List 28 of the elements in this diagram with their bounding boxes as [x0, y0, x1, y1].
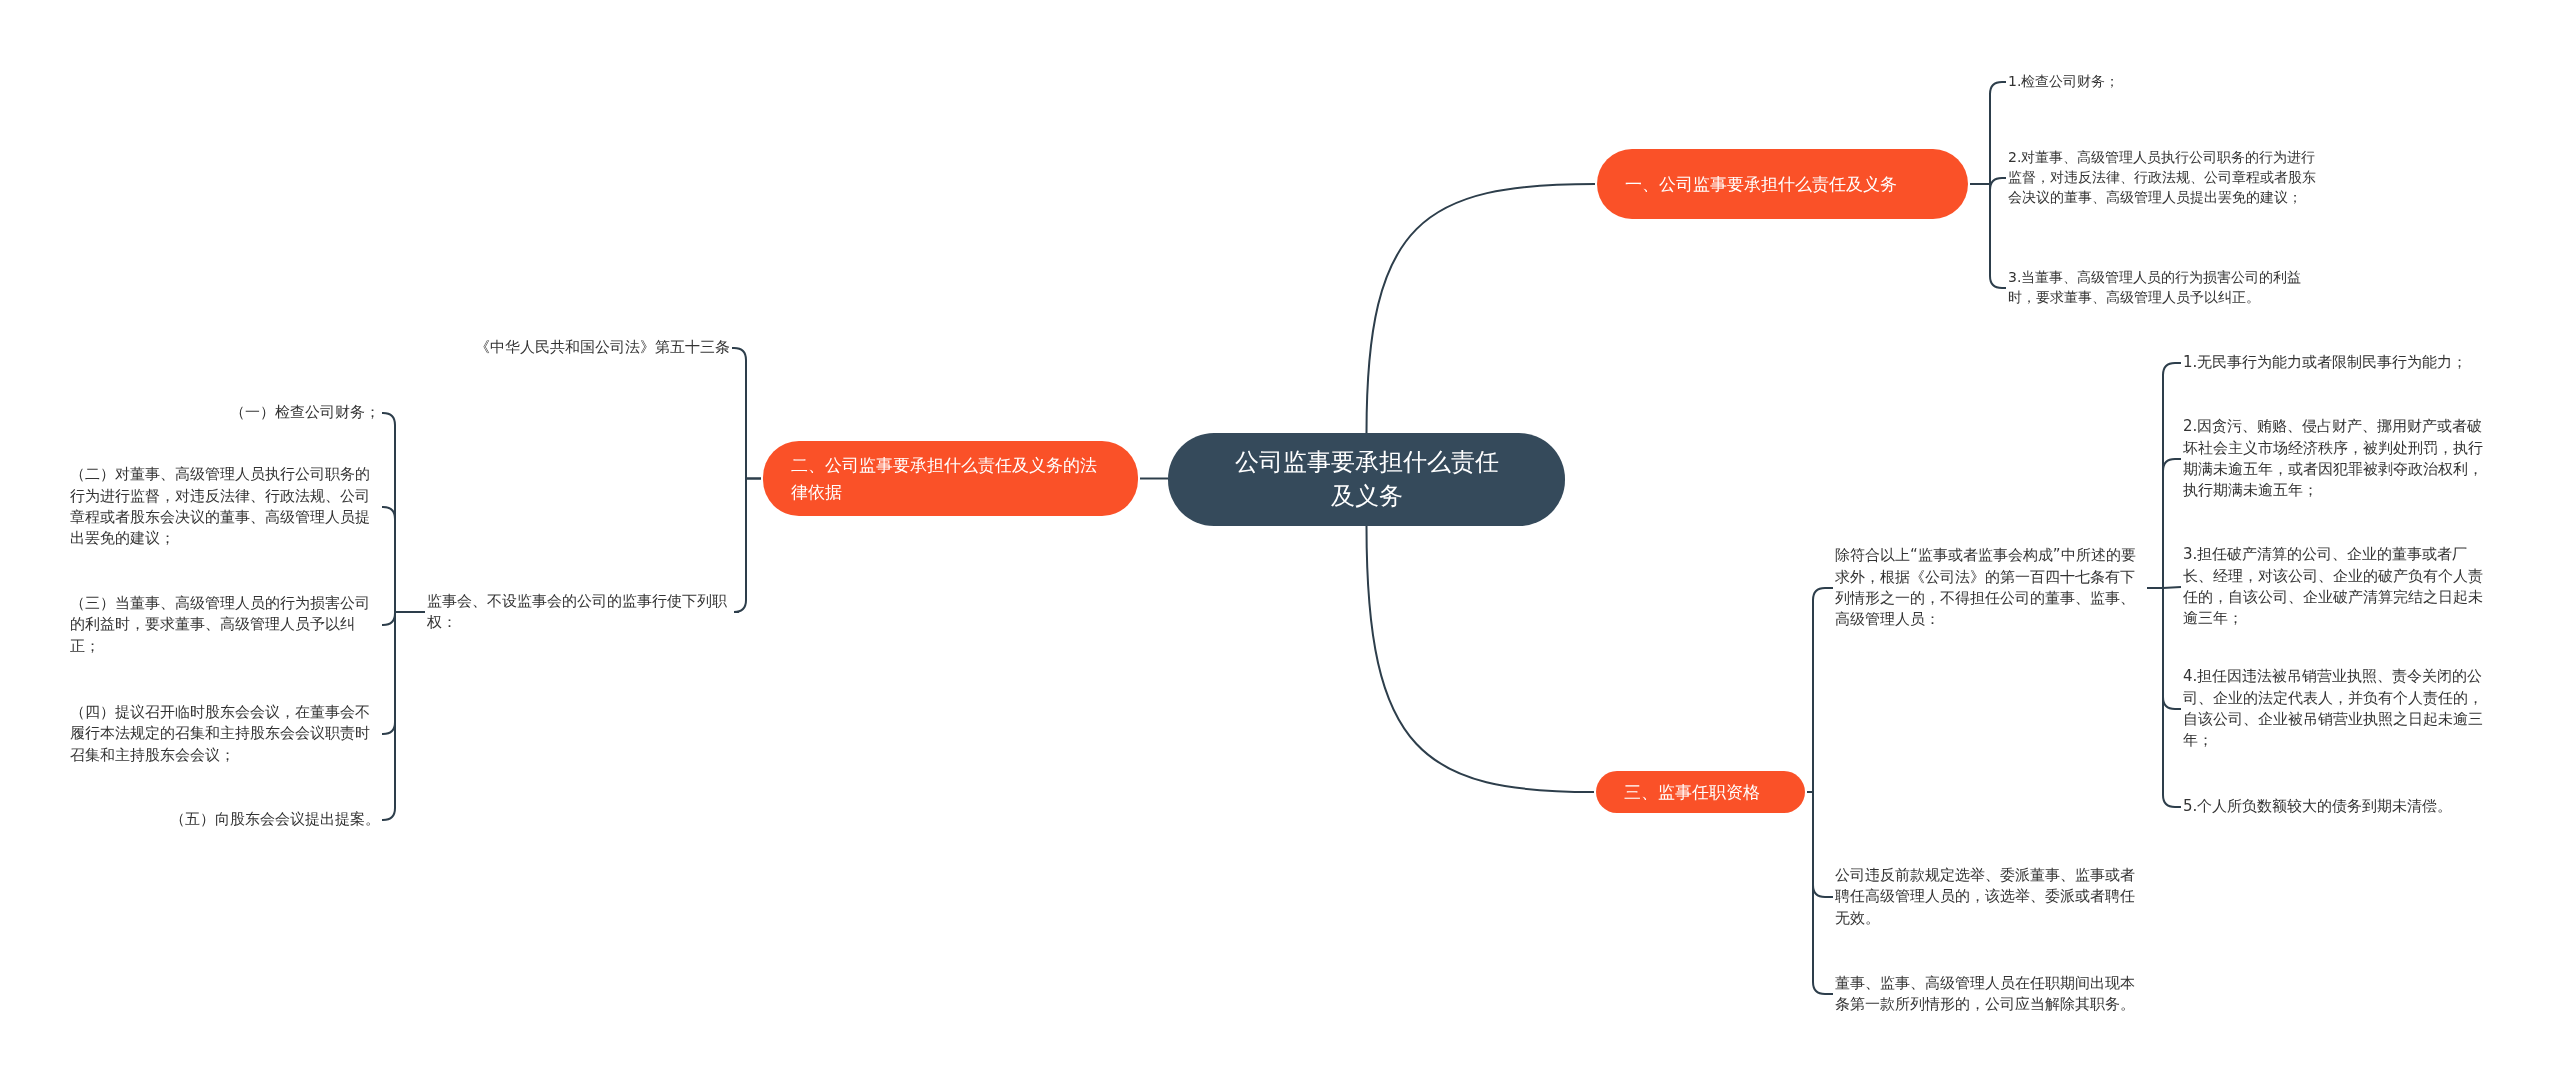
topic-label: 三、监事任职资格 [1624, 780, 1760, 804]
connector-line [381, 611, 426, 821]
text-item: （五）向股东会会议提出提案。 [170, 809, 380, 831]
text-item: 3.担任破产清算的公司、企业的董事或者厂长、经理，对该公司、企业的破产负有个人责任的，自该公司、企业破产清算完结之日起未逾三年； [2183, 544, 2484, 630]
text-item: （三）当董事、高级管理人员的行为损害公司的利益时，要求董事、高级管理人员予以纠正； [70, 593, 371, 657]
connector-line [1139, 477, 1169, 480]
branch-topic [1596, 771, 1805, 813]
connector-line [1365, 183, 1596, 434]
text-item: 公司违反前款规定选举、委派董事、监事或者聘任高级管理人员的，该选举、委派或者聘任无效。 [1835, 865, 2136, 929]
text-item: 3.当董事、高级管理人员的行为损害公司的利益时，要求董事、高级管理人员予以纠正。 [2008, 268, 2303, 307]
text-item: 《中华人民共和国公司法》第五十三条 [475, 337, 730, 359]
text-item: 除符合以上“监事或者监事会构成”中所述的要求外，根据《公司法》的第一百四十七条有下列情形之一的，不得担任公司的董事、监事、高级管理人员： [1835, 545, 2137, 631]
text-item: 监事会、不设监事会的公司的监事行使下列职权： [427, 590, 728, 633]
text-item: 1.检查公司财务； [2008, 72, 2120, 92]
topic-label: 二、公司监事要承担什么责任及义务的法律依据 [791, 454, 1098, 504]
text-item: 5.个人所负数额较大的债务到期未清偿。 [2183, 796, 2453, 818]
text-item: （二）对董事、高级管理人员执行公司职务的行为进行监督，对违反法律、行政法规、公司章程或者股东会决议的董事、高级管理人员提出罢免的建议； [70, 464, 371, 550]
connector-line [1365, 525, 1595, 793]
text-item: 4.担任因违法被吊销营业执照、责令关闭的公司、企业的法定代表人，并负有个人责任的，自该公司、企业被吊销营业执照之日起未逾三年； [2183, 666, 2484, 752]
text-item: 2.因贪污、贿赂、侵占财产、挪用财产或者破坏社会主义市场经济秩序，被判处刑罚，执行期满未逾五年，或者因犯罪被剥夺政治权利，执行期满未逾五年； [2183, 416, 2484, 502]
text-item: 2.对董事、高级管理人员执行公司职务的行为进行监督，对违反法律、行政法规、公司章程或者股东会决议的董事、高级管理人员提出罢免的建议； [2008, 148, 2317, 207]
text-item: （一）检查公司财务； [230, 402, 380, 424]
text-item: 董事、监事、高级管理人员在任职期间出现本条第一款所列情形的，公司应当解除其职务。 [1835, 972, 2136, 1015]
topic-label: 一、公司监事要承担什么责任及义务 [1625, 172, 1897, 196]
connector-line [733, 477, 762, 613]
topic-label: 公司监事要承担什么责任及义务 [1233, 446, 1500, 512]
text-item: 1.无民事行为能力或者限制民事行为能力； [2183, 352, 2468, 374]
text-item: （四）提议召开临时股东会会议，在董事会不履行本法规定的召集和主持股东会会议职责时召集和主持股东会会议； [70, 702, 371, 766]
